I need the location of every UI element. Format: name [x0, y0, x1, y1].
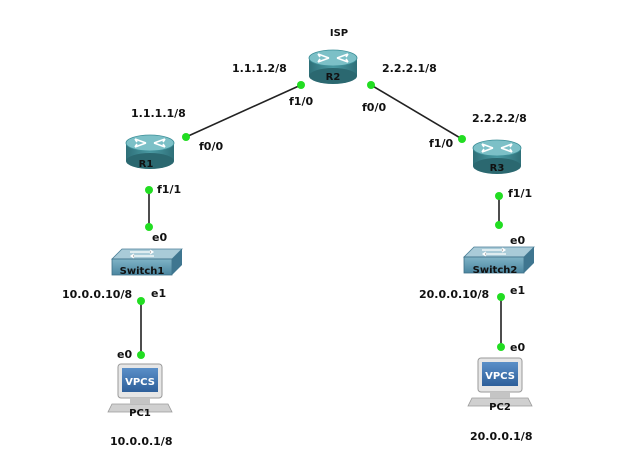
port-dot-r3-f1-0 [458, 135, 466, 143]
pc-pc2[interactable]: VPCS [467, 357, 533, 407]
pc2-screen-text: VPCS [485, 371, 515, 382]
pc1-name: PC1 [129, 408, 151, 419]
switch1-e0-port: e0 [152, 231, 167, 244]
switch2-e1-ip: 20.0.0.10/8 [419, 288, 489, 301]
port-dot-switch1-e1 [137, 297, 145, 305]
switch2-name: Switch2 [473, 265, 518, 276]
r2-f1-0-ip: 1.1.1.2/8 [232, 62, 287, 75]
r3-f1-0-ip: 2.2.2.2/8 [472, 112, 527, 125]
pc-pc1[interactable]: VPCS [107, 363, 173, 413]
switch1-name: Switch1 [120, 266, 165, 277]
pc2-e0-port: e0 [510, 341, 525, 354]
isp-label: ISP [330, 28, 348, 39]
links [140, 84, 502, 355]
r2-f0-0-port: f0/0 [362, 101, 386, 114]
pc1-e0-port: e0 [117, 348, 132, 361]
port-dot-r2-f1-0 [297, 81, 305, 89]
pc2-ip: 20.0.0.1/8 [470, 430, 532, 443]
pc1-ip: 10.0.0.1/8 [110, 435, 172, 448]
port-dot-pc1-e0 [137, 351, 145, 359]
switch2-e1-port: e1 [510, 284, 525, 297]
r1-f0-0-port: f0/0 [199, 140, 223, 153]
router-r1-name: R1 [139, 159, 154, 170]
switch1-e1-port: e1 [151, 287, 166, 300]
switch2-e0-port: e0 [510, 234, 525, 247]
port-dot-r1-f0-0 [182, 133, 190, 141]
r3-f1-1-port: f1/1 [508, 187, 532, 200]
port-dot-switch2-e0 [495, 221, 503, 229]
port-dot-switch2-e1 [497, 293, 505, 301]
port-dot-r3-f1-1 [495, 192, 503, 200]
r2-f1-0-port: f1/0 [289, 95, 313, 108]
port-dots [137, 81, 505, 359]
port-dot-r1-f1-1 [145, 186, 153, 194]
router-r2-name: R2 [326, 72, 341, 83]
r1-f1-1-port: f1/1 [157, 183, 181, 196]
port-dot-switch1-e0 [145, 223, 153, 231]
router-r3-name: R3 [490, 163, 505, 174]
pc1-screen-text: VPCS [125, 377, 155, 388]
r3-f1-0-port: f1/0 [429, 137, 453, 150]
r2-f0-0-ip: 2.2.2.1/8 [382, 62, 437, 75]
port-dot-pc2-e0 [497, 343, 505, 351]
switch1-e1-ip: 10.0.0.10/8 [62, 288, 132, 301]
pc2-name: PC2 [489, 402, 511, 413]
link-r1-r2 [185, 84, 302, 138]
link-r2-r3 [370, 84, 463, 140]
port-dot-r2-f0-0 [367, 81, 375, 89]
r1-f0-0-ip: 1.1.1.1/8 [131, 107, 186, 120]
